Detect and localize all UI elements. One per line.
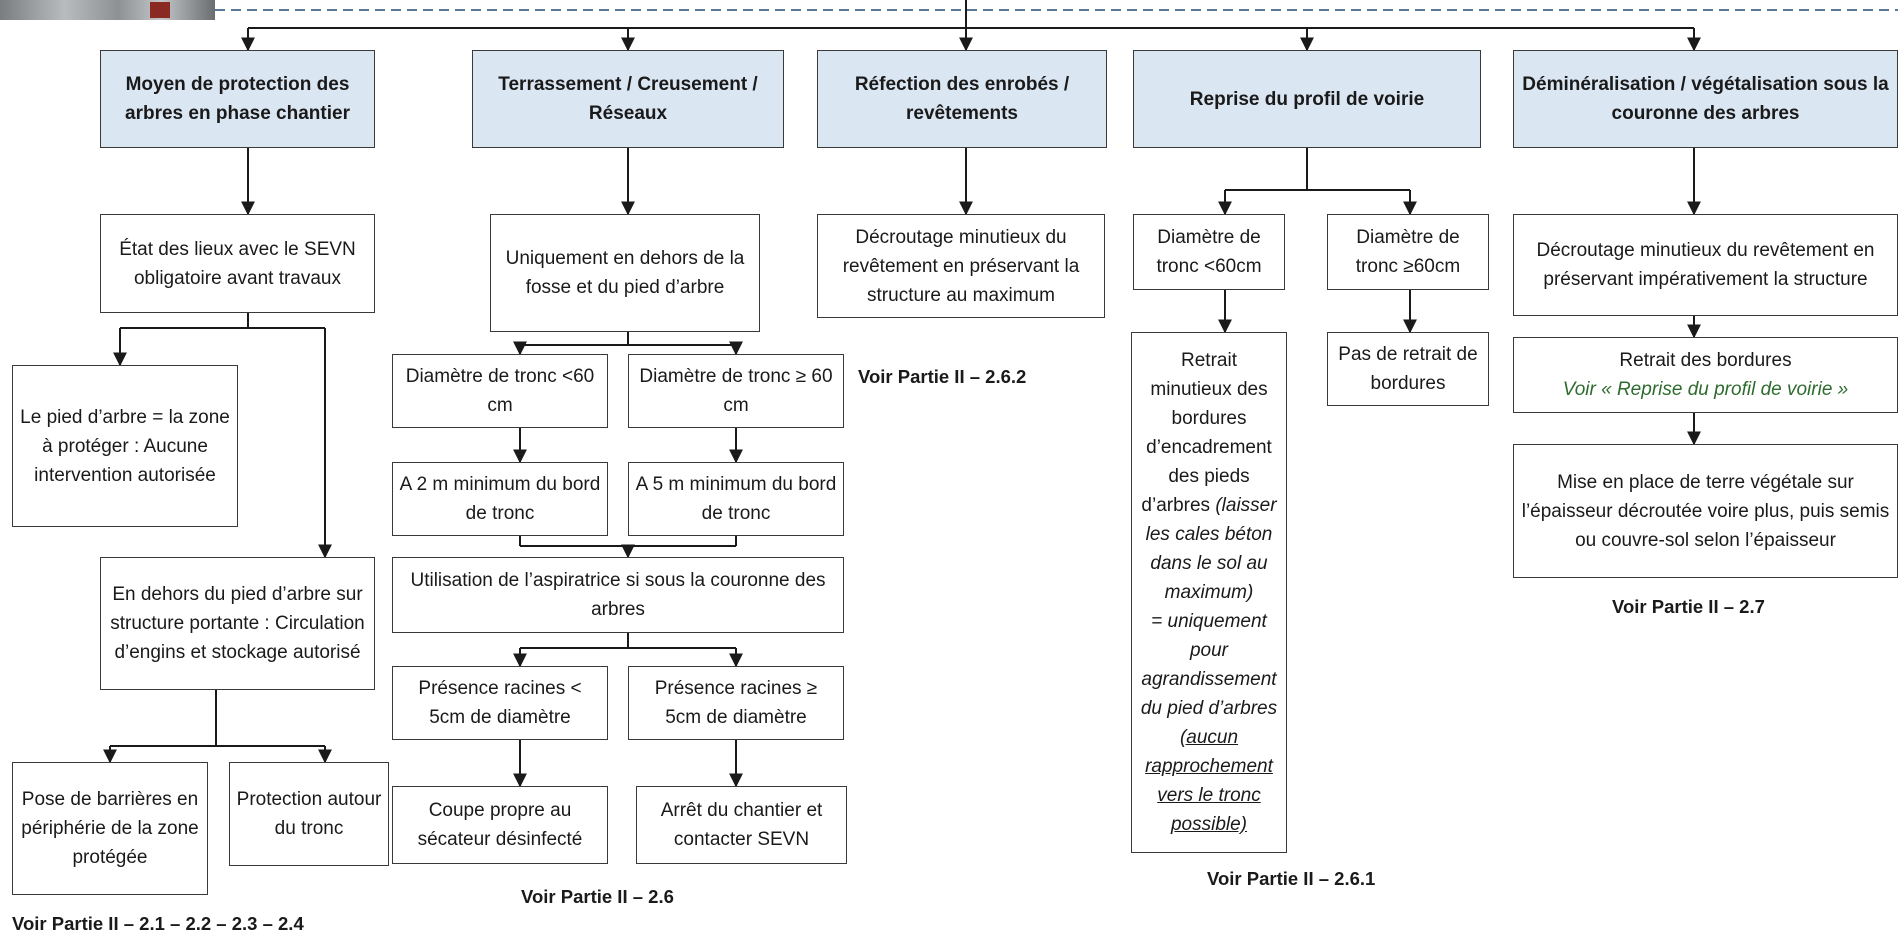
uniquement-text: Uniquement en dehors de la fosse et du p… xyxy=(505,248,745,298)
ref-col3: Voir Partie II – 2.6.2 xyxy=(858,366,1027,387)
reprise-profil-link[interactable]: Voir « Reprise du profil de voirie » xyxy=(1562,379,1849,400)
diam-large-text: Diamètre de tronc ≥ 60 cm xyxy=(639,366,833,416)
dist-large-text: A 5 m minimum du bord de tronc xyxy=(635,474,837,524)
dehors-text: En dehors du pied d’arbre sur structure … xyxy=(110,584,365,663)
category-protection: Moyen de protection des arbres en phase … xyxy=(100,50,375,148)
retrait-text-a: Retrait minutieux des bordures d’encadre… xyxy=(1141,350,1272,516)
box-racines-small: Présence racines < 5cm de diamètre xyxy=(392,666,608,740)
pose-text: Pose de barrières en périphérie de la zo… xyxy=(21,789,199,868)
box-uniquement: Uniquement en dehors de la fosse et du p… xyxy=(490,214,760,332)
decroutage-refection-text: Décroutage minutieux du revêtement en pr… xyxy=(842,226,1080,306)
category-reprise-title: Reprise du profil de voirie xyxy=(1189,88,1425,110)
box-decroutage-refection: Décroutage minutieux du revêtement en pr… xyxy=(817,214,1105,318)
box-arret-chantier: Arrêt du chantier et contacter SEVN xyxy=(636,786,847,864)
retrait-text-b: (laisser les cales béton dans le sol au … xyxy=(1145,495,1277,603)
ref-col5: Voir Partie II – 2.7 xyxy=(1612,596,1765,617)
header-photo-fragment xyxy=(0,0,215,20)
box-terre-vegetale: Mise en place de terre végétale sur l’ép… xyxy=(1513,444,1898,578)
ref-col4: Voir Partie II – 2.6.1 xyxy=(1207,868,1376,889)
pied-text: Le pied d’arbre = la zone à protéger : A… xyxy=(20,406,230,486)
category-demineralisation-title: Déminéralisation / végétalisation sous l… xyxy=(1522,74,1889,124)
box-distance-large: A 5 m minimum du bord de tronc xyxy=(628,462,844,536)
box-etat-des-lieux: État des lieux avec le SEVN obligatoire … xyxy=(100,214,375,313)
retrait-bordures-text: Retrait des bordures xyxy=(1619,350,1792,371)
box-coupe-propre: Coupe propre au sécateur désinfecté xyxy=(392,786,608,864)
box-aspiratrice: Utilisation de l’aspiratrice si sous la … xyxy=(392,557,844,633)
box-en-dehors: En dehors du pied d’arbre sur structure … xyxy=(100,557,375,690)
box-protection-tronc: Protection autour du tronc xyxy=(229,762,389,866)
category-demineralisation: Déminéralisation / végétalisation sous l… xyxy=(1513,50,1898,148)
category-refection: Réfection des enrobés / revêtements xyxy=(817,50,1107,148)
ref-col1: Voir Partie II – 2.1 – 2.2 – 2.3 – 2.4 xyxy=(12,913,304,934)
reprise-diam-small-text: Diamètre de tronc <60cm xyxy=(1156,227,1262,277)
reprise-diam-large-text: Diamètre de tronc ≥60cm xyxy=(1355,227,1461,277)
retrait-text-d: (aucun rapprochement vers le tronc possi… xyxy=(1145,727,1273,835)
box-pose-barrieres: Pose de barrières en périphérie de la zo… xyxy=(12,762,208,895)
category-reprise: Reprise du profil de voirie xyxy=(1133,50,1481,148)
diam-small-text: Diamètre de tronc <60 cm xyxy=(405,366,595,416)
box-pied-arbre: Le pied d’arbre = la zone à protéger : A… xyxy=(12,365,238,527)
box-retrait-bordures: Retrait des bordures Voir « Reprise du p… xyxy=(1513,337,1898,413)
coupe-text: Coupe propre au sécateur désinfecté xyxy=(417,800,583,850)
box-distance-small: A 2 m minimum du bord de tronc xyxy=(392,462,608,536)
racines-small-text: Présence racines < 5cm de diamètre xyxy=(418,678,582,728)
dist-small-text: A 2 m minimum du bord de tronc xyxy=(399,474,601,524)
protection-text: Protection autour du tronc xyxy=(236,789,382,839)
box-reprise-diam-small: Diamètre de tronc <60cm xyxy=(1133,214,1285,290)
decroutage-demin-text: Décroutage minutieux du revêtement en pr… xyxy=(1536,240,1875,290)
category-protection-title: Moyen de protection des arbres en phase … xyxy=(125,74,350,124)
terre-text: Mise en place de terre végétale sur l’ép… xyxy=(1521,471,1890,551)
box-decroutage-demineralisation: Décroutage minutieux du revêtement en pr… xyxy=(1513,214,1898,316)
box-reprise-diam-large: Diamètre de tronc ≥60cm xyxy=(1327,214,1489,290)
category-terrassement: Terrassement / Creusement / Réseaux xyxy=(472,50,784,148)
box-diametre-small: Diamètre de tronc <60 cm xyxy=(392,354,608,428)
aspiratrice-text: Utilisation de l’aspiratrice si sous la … xyxy=(410,570,826,620)
ref-col2: Voir Partie II – 2.6 xyxy=(521,886,674,907)
racines-large-text: Présence racines ≥ 5cm de diamètre xyxy=(654,678,818,728)
category-refection-title: Réfection des enrobés / revêtements xyxy=(854,74,1070,124)
box-pas-de-retrait: Pas de retrait de bordures xyxy=(1327,332,1489,406)
pas-retrait-text: Pas de retrait de bordures xyxy=(1338,344,1478,394)
category-terrassement-title: Terrassement / Creusement / Réseaux xyxy=(498,74,758,124)
arret-text: Arrêt du chantier et contacter SEVN xyxy=(660,800,823,850)
retrait-text-c: = uniquement pour agrandissement du pied… xyxy=(1140,611,1278,719)
box-racines-large: Présence racines ≥ 5cm de diamètre xyxy=(628,666,844,740)
box-diametre-large: Diamètre de tronc ≥ 60 cm xyxy=(628,354,844,428)
box-retrait-minutieux: Retrait minutieux des bordures d’encadre… xyxy=(1131,332,1287,853)
etat-text: État des lieux avec le SEVN obligatoire … xyxy=(119,238,356,289)
